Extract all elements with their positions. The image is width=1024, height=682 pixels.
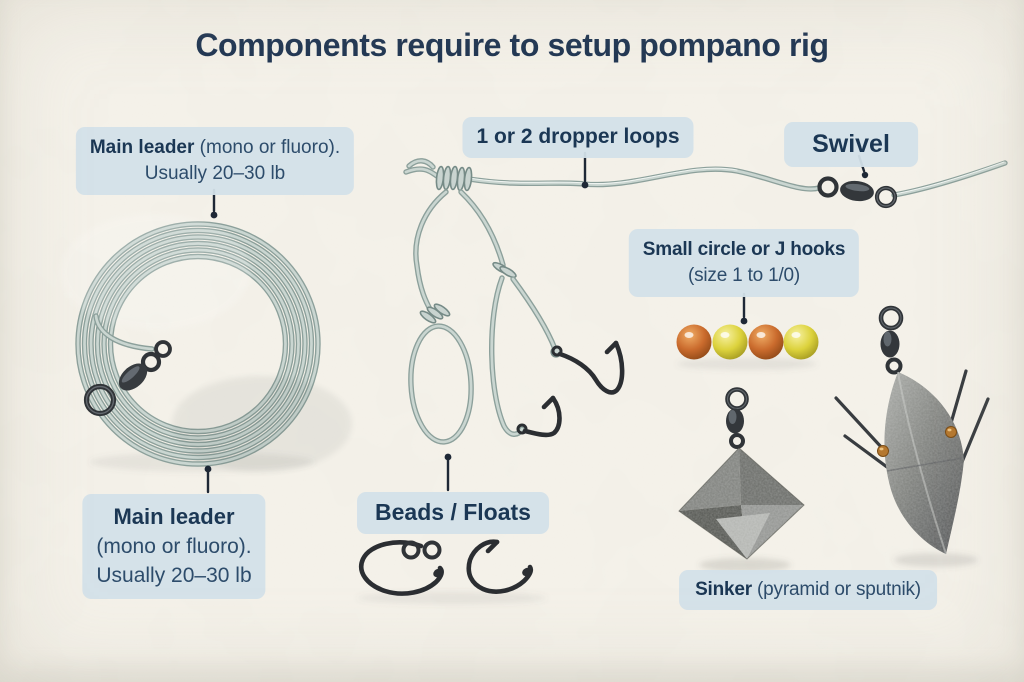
pyramid-sinker-illustration [678,387,805,560]
sputnik-wire-beads [877,426,957,457]
label-line: Usually 20–30 lb [144,163,286,185]
label-dropper-loops: 1 or 2 dropper loops [462,117,694,158]
label-beads-floats: Beads / Floats [357,492,549,534]
pyramid-body [678,447,805,560]
small-hooks-illustration [359,539,534,596]
sinker-swivel-icon [878,305,904,375]
bead-highlights [684,332,801,338]
loop-knot-icon [419,303,451,324]
sinker-swivel-icon [725,387,749,449]
rig-line-illustration [403,158,1008,445]
label-bold-text: Beads / Floats [375,499,531,525]
label-main-leader-bottom: Main leader (mono or fluoro). Usually 20… [82,494,266,599]
label-main-leader-top: Main leader (mono or fluoro). Usually 20… [75,127,355,196]
label-regular-text: (mono or fluoro). [194,137,341,158]
label-line: (size 1 to 1/0) [687,265,801,287]
label-line: (mono or fluoro). [96,534,252,558]
label-line: Main leader (mono or fluoro). [90,135,340,161]
bead-orange [748,324,784,360]
sputnik-sinker-illustration [834,305,990,555]
line-swivel-icon [817,176,898,209]
bead-orange [676,324,712,360]
leader-coil-illustration [60,214,352,472]
label-bold-text: Swivel [812,130,890,158]
label-line: Usually 20–30 lb [96,563,252,587]
label-regular-text: (pyramid or sputnik) [751,579,921,600]
label-bold-text: 1 or 2 dropper loops [476,125,680,148]
bead-yellow [783,324,819,360]
hook-icon [516,395,562,438]
coil-swivel-icon [83,340,172,417]
bead-yellow [712,324,748,360]
hook-icon [466,539,534,594]
label-hooks: Small circle or J hooks (size 1 to 1/0) [628,229,860,298]
page-title: Components require to setup pompano rig [195,27,829,63]
label-bold-text: Small circle or J hooks [642,239,846,260]
label-bold-text: Main leader [113,504,235,529]
coil-shade [172,376,352,472]
label-line: Main leader [96,502,251,533]
label-bold-text: Sinker [695,579,752,600]
label-sinker: Sinker (pyramid or sputnik) [679,570,937,611]
label-swivel: Swivel [784,122,918,167]
dropper-knot-icon [435,165,473,192]
hook-icon [551,340,625,395]
loop-knot-icon [492,261,517,279]
hook-icon [359,540,444,596]
coil-sheen [60,214,250,330]
label-bold-text: Main leader [89,137,195,158]
label-line: Small circle or J hooks [642,237,846,263]
beads-illustration [676,324,819,360]
